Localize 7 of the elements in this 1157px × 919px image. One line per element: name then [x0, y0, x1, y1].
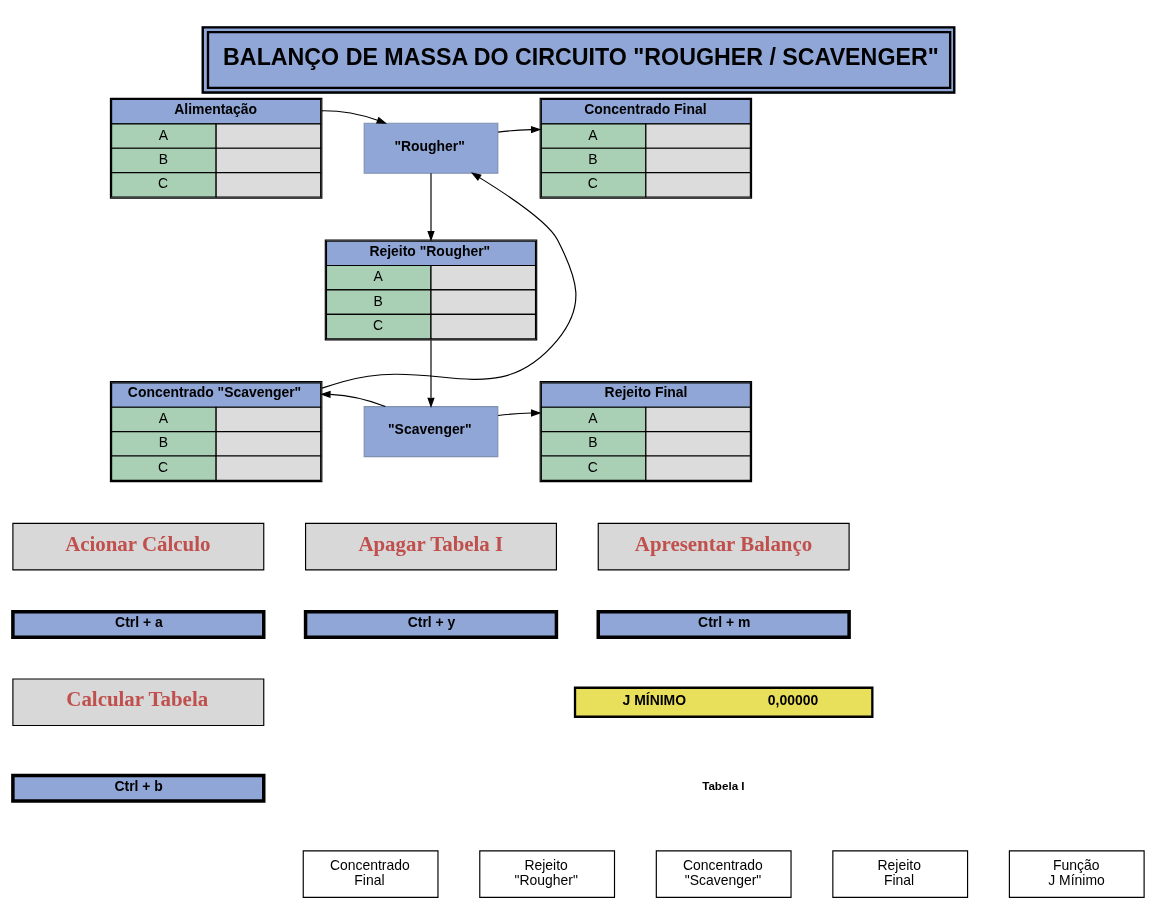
label: Rejeito Final: [877, 857, 921, 889]
label: Tabela I: [702, 778, 745, 792]
label: Rejeito "Rougher": [514, 857, 578, 889]
diagram-title: BALANÇO DE MASSA DO CIRCUITO "ROUGHER / SCAVENGER": [223, 43, 939, 70]
label: Concentrado Final: [329, 857, 410, 889]
label: Função J Mínimo: [1048, 857, 1105, 889]
label: Concentrado "Scavenger": [683, 857, 763, 889]
